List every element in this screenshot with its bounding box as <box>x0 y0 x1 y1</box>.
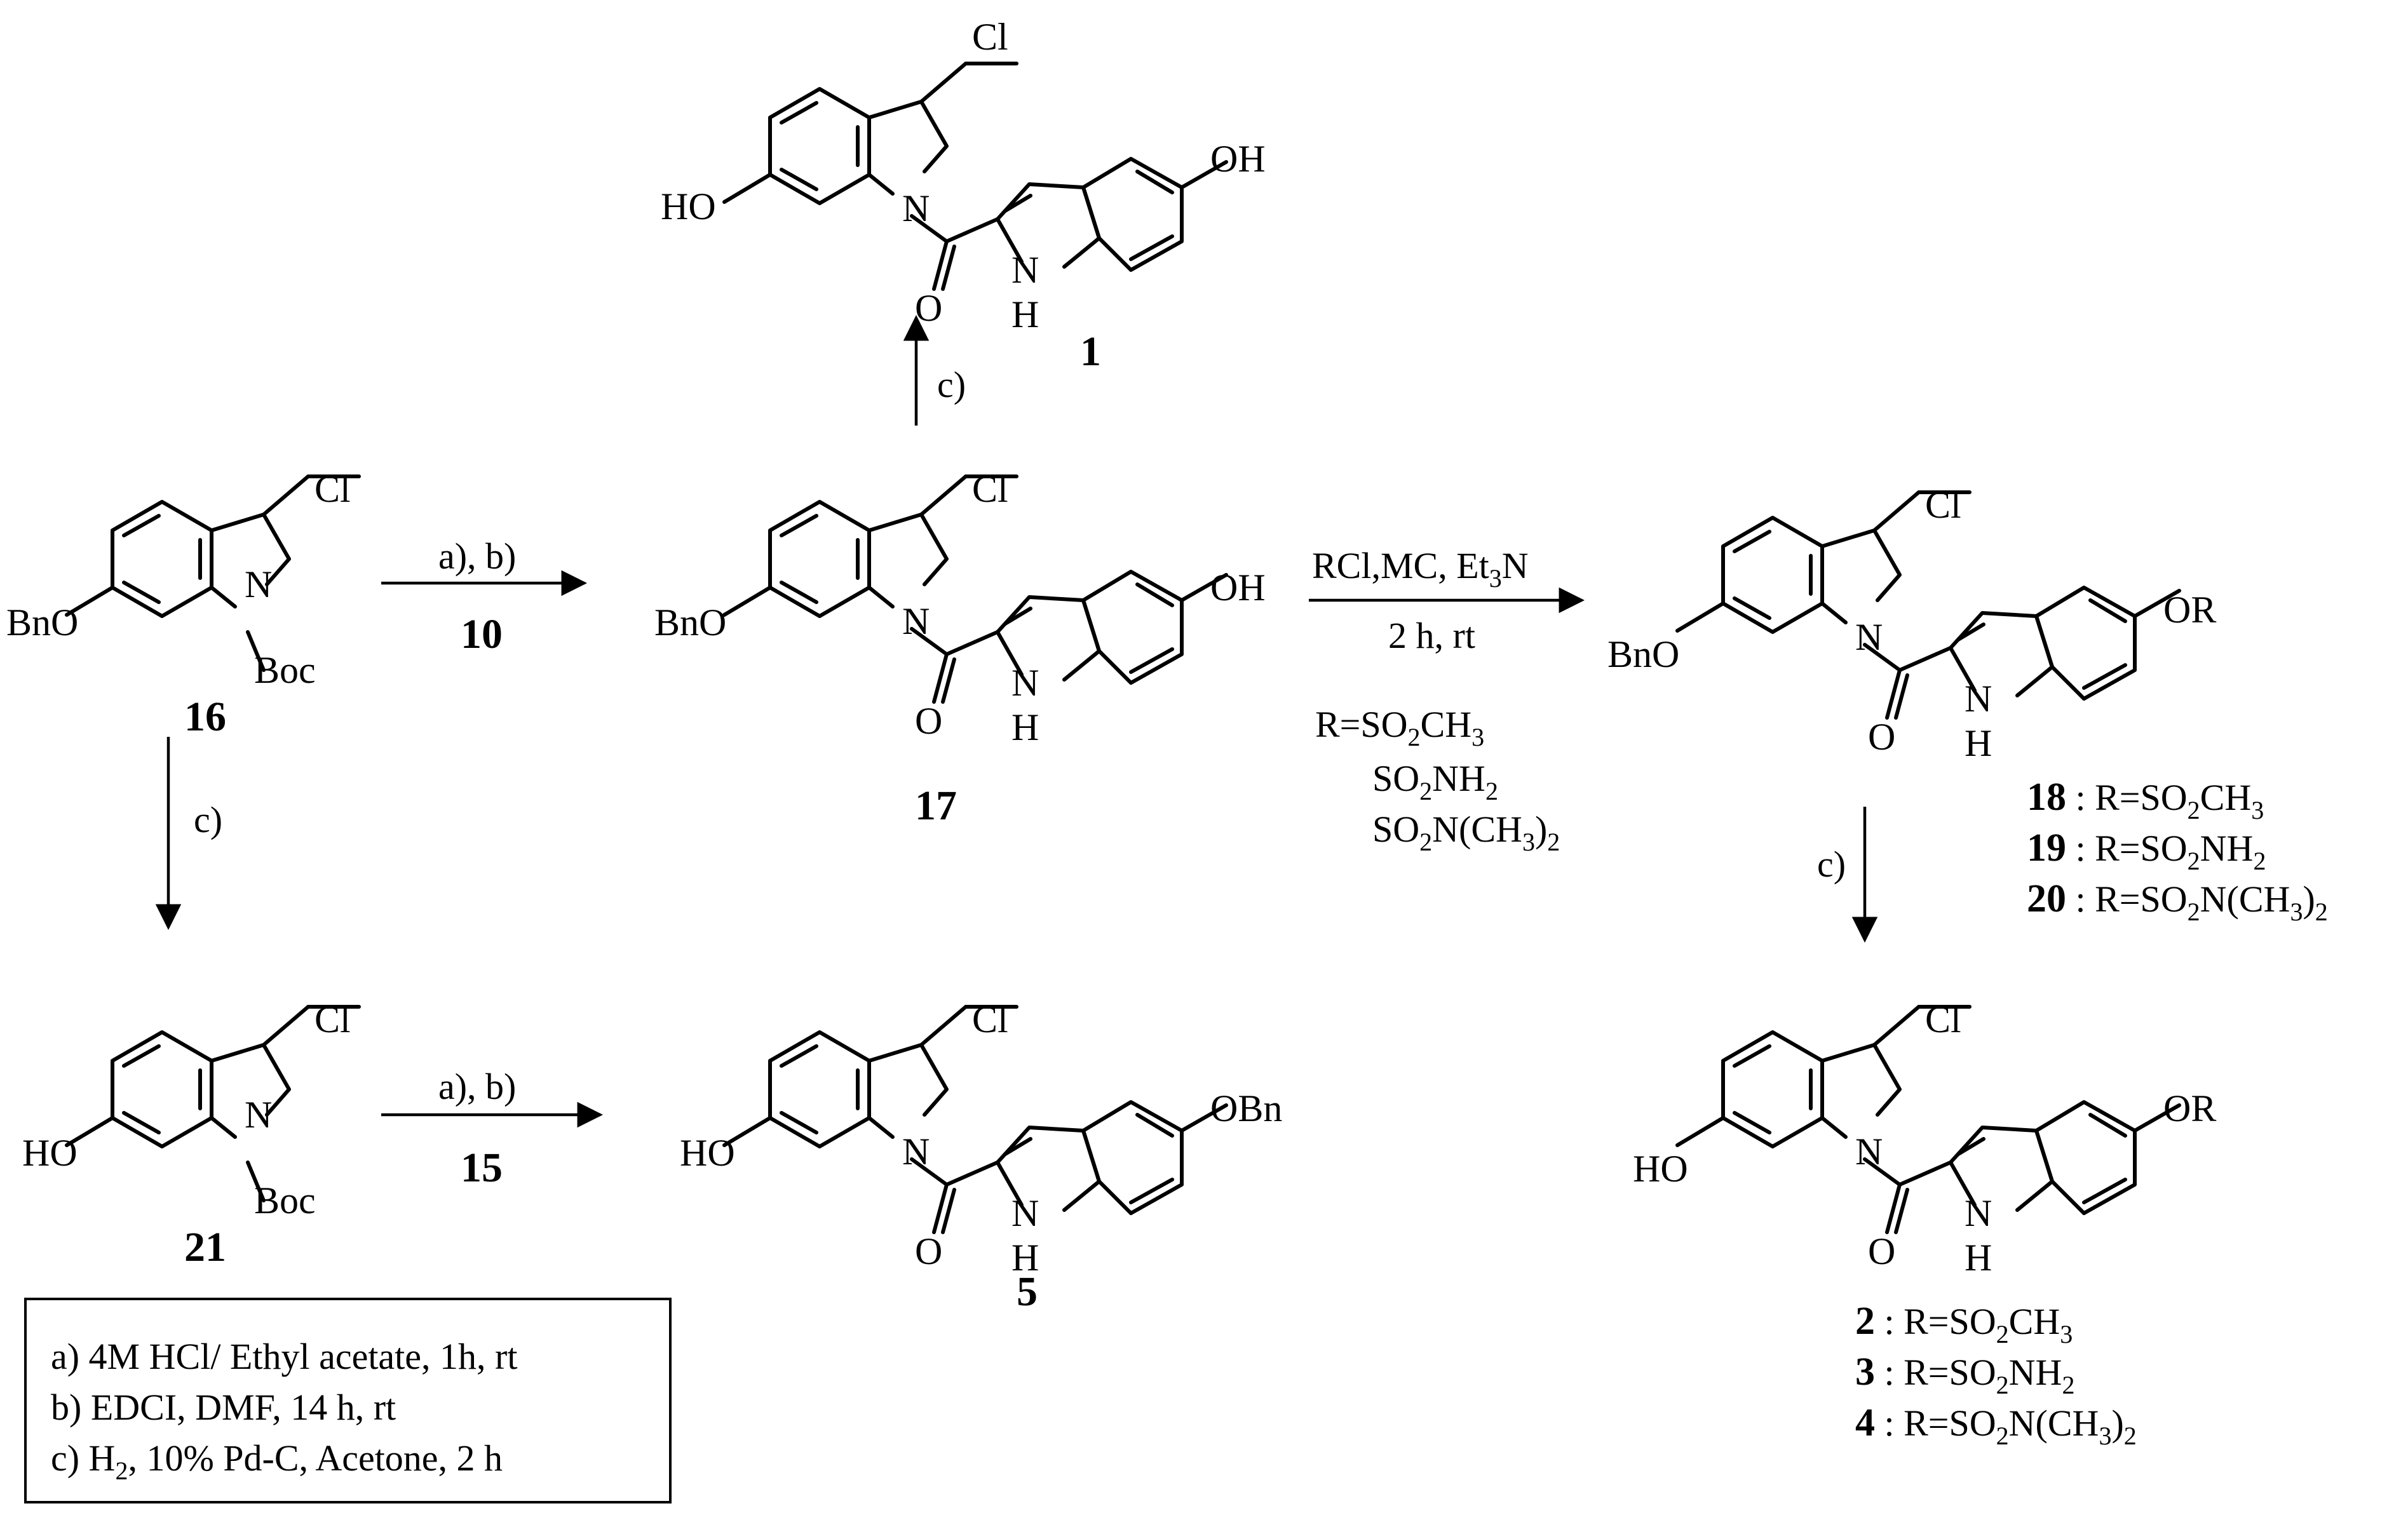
carbonyl-oxygen: O <box>915 700 942 742</box>
benzyloxy-group: OBn <box>1210 1087 1282 1129</box>
or-group: OR <box>2163 589 2216 631</box>
arrow-18-to-2: c) <box>1817 807 1878 943</box>
conditions-legend: a) 4M HCl/ Ethyl acetate, 1h, rt b) EDCI… <box>24 1298 672 1503</box>
hydroxy-group: HO <box>22 1132 78 1174</box>
hydroxy-group: HO <box>661 185 716 227</box>
arrow-21-to-5: a), b) 15 <box>381 1066 604 1191</box>
legend-line-a: a) 4M HCl/ Ethyl acetate, 1h, rt <box>51 1336 517 1377</box>
carbonyl-oxygen: O <box>1868 716 1895 758</box>
nitrogen-atom: N <box>1855 1131 1883 1173</box>
hydroxy-group: OH <box>1210 567 1266 609</box>
compound-5-label: 5 <box>1017 1268 1038 1315</box>
arrow-17-to-1: c) <box>903 314 966 426</box>
indole-hydrogen: H <box>1965 1237 1992 1279</box>
reagent-10-label: 10 <box>461 611 503 657</box>
conditions-time: 2 h, rt <box>1388 615 1475 656</box>
nitrogen-atom: N <box>245 563 272 605</box>
chloro-atom: Cl <box>1925 999 1961 1040</box>
carbonyl-oxygen: O <box>915 1230 942 1272</box>
indole-hydrogen: H <box>1011 293 1039 335</box>
r-group-2: SO2NH2 <box>1372 758 1498 805</box>
carbonyl-oxygen: O <box>915 287 942 329</box>
nitrogen-atom: N <box>902 1131 930 1173</box>
indole-nitrogen: N <box>1965 678 1992 720</box>
chloro-atom: Cl <box>972 16 1008 58</box>
indole-hydrogen: H <box>1011 706 1039 748</box>
nitrogen-atom: N <box>1855 616 1883 658</box>
compound-1-structure: Cl HO N O N H OH 1 <box>661 16 1266 375</box>
product-list-item: 3 : R=SO2NH2 <box>1855 1350 2074 1399</box>
indole-hydrogen: H <box>1011 1237 1039 1279</box>
chloro-atom: Cl <box>1925 484 1961 526</box>
compound-17-structure: Cl BnO N O N H OH 17 <box>654 468 1266 829</box>
indole-nitrogen: N <box>1011 249 1039 291</box>
conditions-c: c) <box>1817 844 1846 885</box>
nitrogen-atom: N <box>902 600 930 642</box>
legend-line-b: b) EDCI, DMF, 14 h, rt <box>51 1387 396 1428</box>
chloro-atom: Cl <box>315 999 351 1040</box>
benzyloxy-group: BnO <box>6 602 78 643</box>
conditions-ab: a), b) <box>438 1066 516 1107</box>
conditions-c: c) <box>194 799 222 840</box>
indole-nitrogen: N <box>1011 1192 1039 1234</box>
compound-2-4-structure: Cl HO N O N H OR <box>1633 999 2216 1279</box>
compound-5-structure: Cl HO N O N H OBn 5 <box>680 999 1282 1315</box>
nitrogen-atom: N <box>245 1094 272 1136</box>
benzyloxy-group: BnO <box>1607 633 1679 675</box>
compound-1-label: 1 <box>1080 328 1101 375</box>
boc-group: Boc <box>254 1180 316 1221</box>
conditions-c: c) <box>937 364 966 405</box>
or-group: OR <box>2163 1087 2216 1129</box>
arrow-16-to-17: a), b) 10 <box>381 535 588 657</box>
indole-nitrogen: N <box>1965 1192 1992 1234</box>
hydroxy-group: HO <box>680 1132 735 1174</box>
product-list-item: 20 : R=SO2N(CH3)2 <box>2027 877 2328 926</box>
compound-21-label: 21 <box>184 1224 226 1270</box>
legend-line-c: c) H2, 10% Pd-C, Acetone, 2 h <box>51 1437 503 1485</box>
chloro-atom: Cl <box>972 468 1008 510</box>
indole-nitrogen: N <box>1011 662 1039 704</box>
conditions-rcl: RCl,MC, Et3N <box>1312 545 1529 593</box>
hydroxy-group: HO <box>1633 1148 1688 1190</box>
benzyloxy-group: BnO <box>654 602 726 643</box>
product-list-item: 19 : R=SO2NH2 <box>2027 826 2266 875</box>
chloro-atom: Cl <box>972 999 1008 1040</box>
arrow-16-to-21: c) <box>155 737 222 931</box>
r-group-3: SO2N(CH3)2 <box>1372 809 1560 856</box>
product-list-item: 4 : R=SO2N(CH3)2 <box>1855 1401 2137 1450</box>
r-group-1: R=SO2CH3 <box>1315 704 1484 751</box>
arrow-17-to-18: RCl,MC, Et3N 2 h, rt R=SO2CH3 SO2NH2 SO2… <box>1309 545 1585 856</box>
product-list-item: 18 : R=SO2CH3 <box>2027 776 2264 824</box>
hydroxy-group: OH <box>1210 138 1266 180</box>
compound-21-structure: Cl HO N Boc 21 <box>22 999 359 1270</box>
boc-group: Boc <box>254 649 316 691</box>
compound-17-label: 17 <box>915 783 957 829</box>
reagent-15-label: 15 <box>461 1145 503 1191</box>
compound-18-20-structure: Cl BnO N O N H OR <box>1607 484 2216 764</box>
carbonyl-oxygen: O <box>1868 1230 1895 1272</box>
compound-16-label: 16 <box>184 694 226 740</box>
indole-hydrogen: H <box>1965 722 1992 764</box>
conditions-ab: a), b) <box>438 535 516 577</box>
nitrogen-atom: N <box>902 187 930 229</box>
product-list-item: 2 : R=SO2CH3 <box>1855 1300 2073 1348</box>
compound-16-structure: Cl BnO N Boc 16 <box>6 468 359 740</box>
chloro-atom: Cl <box>315 468 351 510</box>
